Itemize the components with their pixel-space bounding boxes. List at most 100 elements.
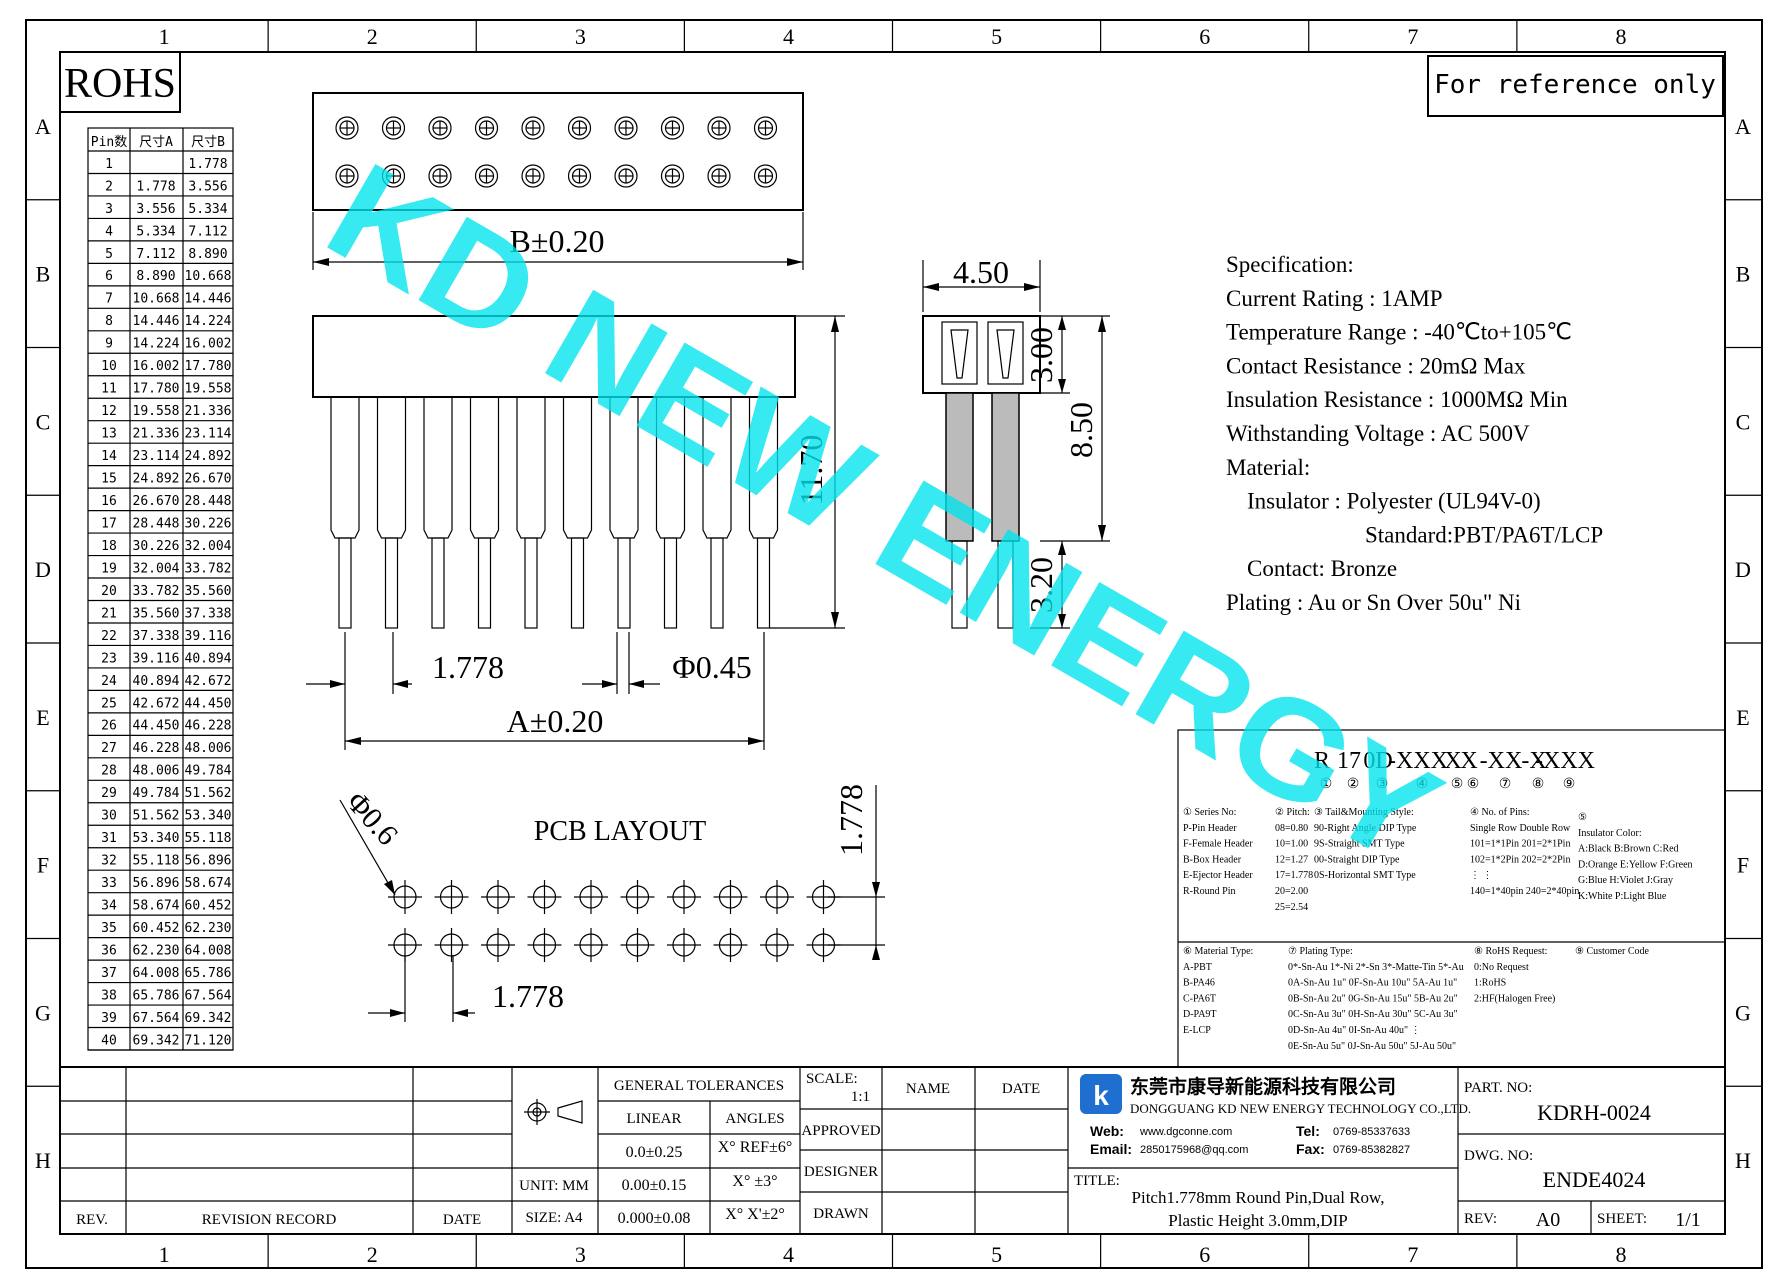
pin-footprint-icon xyxy=(521,116,545,140)
dim-a-cell: 65.786 xyxy=(133,988,180,1003)
dim-a-cell: 62.230 xyxy=(133,943,180,958)
part-no-label: PART. NO: xyxy=(1464,1080,1532,1096)
linear-tol-1: 0.0±0.25 xyxy=(626,1144,683,1161)
pcb-hole-icon xyxy=(481,928,515,962)
pin-footprint-icon xyxy=(381,164,406,188)
dim-a-cell: 1.778 xyxy=(136,179,175,194)
front-pin xyxy=(376,397,407,629)
part-code-legend-line: 101=1*1Pin 201=2*1Pin xyxy=(1470,839,1570,850)
part-code-marker: ⑧ xyxy=(1532,776,1545,792)
dim-b-cell: 37.338 xyxy=(185,606,232,621)
dim-b-cell: 55.118 xyxy=(185,831,232,846)
fax-value: 0769-85382827 xyxy=(1333,1144,1410,1156)
company-logo-icon: k xyxy=(1080,1074,1122,1114)
title-line-2: Plastic Height 3.0mm,DIP xyxy=(1168,1211,1347,1230)
dim-b-cell: 58.674 xyxy=(185,876,232,891)
front-pin xyxy=(655,397,686,629)
frame-column-label: 1 xyxy=(159,1242,170,1267)
spec-line: Standard:PBT/PA6T/LCP xyxy=(1365,522,1603,547)
frame-row-label: E xyxy=(1736,705,1749,730)
spec-line: Insulation Resistance : 1000MΩ Min xyxy=(1226,387,1568,412)
dim-b-cell: 30.226 xyxy=(185,516,232,531)
title-line-1: Pitch1.778mm Round Pin,Dual Row, xyxy=(1132,1188,1385,1207)
pin-footprint-icon xyxy=(614,116,638,140)
part-code-segment: R xyxy=(1314,748,1330,774)
dim-a-cell: 67.564 xyxy=(133,1011,180,1026)
pcb-hole-icon xyxy=(434,928,469,962)
svg-text:k: k xyxy=(1093,1080,1109,1111)
part-code-legend-line: 17=1.778 xyxy=(1275,870,1313,881)
email-value: 2850175968@qq.com xyxy=(1140,1144,1248,1156)
table-row: 36 62.230 64.008 xyxy=(101,943,231,958)
frame-column-label: 6 xyxy=(1199,1242,1210,1267)
dim-b-cell: 14.446 xyxy=(185,292,232,307)
pin-count-cell: 1 xyxy=(105,157,113,172)
part-code-marker: ② xyxy=(1347,776,1360,792)
pin-count-cell: 11 xyxy=(101,382,117,397)
dim-b-cell: 53.340 xyxy=(185,809,232,824)
spec-line: Current Rating : 1AMP xyxy=(1226,286,1443,311)
scale-label: SCALE: xyxy=(806,1071,858,1087)
linear-header: LINEAR xyxy=(627,1111,682,1127)
dim-a-cell: 44.450 xyxy=(133,719,180,734)
dim-b-cell: 64.008 xyxy=(185,943,232,958)
pcb-hole-icon xyxy=(527,880,562,914)
pcb-hole-icon xyxy=(574,928,608,962)
dim-a-cell: 28.448 xyxy=(133,516,180,531)
frame-row-label: E xyxy=(36,705,49,730)
part-code-legend-line: 9S-Straight SMT Type xyxy=(1314,839,1405,850)
frame-column-label: 8 xyxy=(1615,24,1626,49)
pin-count-cell: 36 xyxy=(101,943,117,958)
dim-b-cell: 69.342 xyxy=(185,1011,232,1026)
part-code-segment: X xyxy=(1460,748,1477,774)
frame-column-label: 4 xyxy=(783,24,794,49)
dim-a-cell: 58.674 xyxy=(133,899,180,914)
angles-header: ANGLES xyxy=(725,1111,784,1127)
sheet-label: SHEET: xyxy=(1597,1211,1647,1227)
dim-a-cell: 51.562 xyxy=(133,809,180,824)
spec-line: Specification: xyxy=(1226,252,1354,277)
spec-line: Insulator : Polyester (UL94V-0) xyxy=(1247,489,1541,514)
spec-line: Plating : Au or Sn Over 50u" Ni xyxy=(1226,590,1521,615)
dim-a-cell: 42.672 xyxy=(133,696,180,711)
frame-column-label: 3 xyxy=(575,24,586,49)
part-code-legend-line: 0E-Sn-Au 5u" 0J-Sn-Au 50u" 5J-Au 50u" xyxy=(1288,1041,1456,1052)
pin-count-cell: 23 xyxy=(101,651,117,666)
part-code-legend-line: 20=2.00 xyxy=(1275,886,1308,897)
part-code-legend-line: ⋮ ⋮ xyxy=(1470,870,1493,881)
pin-count-cell: 9 xyxy=(105,337,113,352)
pin-footprint-icon xyxy=(707,164,731,188)
pcb-hole-icon xyxy=(713,880,748,914)
part-code-legend-line: 0S-Horizontal SMT Type xyxy=(1314,870,1416,881)
dim-a-cell: 14.224 xyxy=(133,337,180,352)
part-code-legend-line: A:Black B:Brown C:Red xyxy=(1578,844,1679,855)
pin-count-cell: 37 xyxy=(101,966,117,981)
tel-label: Tel: xyxy=(1296,1123,1320,1139)
pin-count-cell: 13 xyxy=(101,427,117,442)
part-code-legend-line: A-PBT xyxy=(1183,962,1212,973)
dim-b-cell: 17.780 xyxy=(185,359,232,374)
pin-count-cell: 16 xyxy=(101,494,117,509)
angle-tol-2: X° ±3° xyxy=(732,1173,777,1190)
dim-a-cell: 64.008 xyxy=(133,966,180,981)
front-pin xyxy=(609,397,639,629)
dim-a-cell: 49.784 xyxy=(133,786,180,801)
dim-a-cell: 48.006 xyxy=(133,764,180,779)
dim-b-cell: 44.450 xyxy=(185,696,232,711)
